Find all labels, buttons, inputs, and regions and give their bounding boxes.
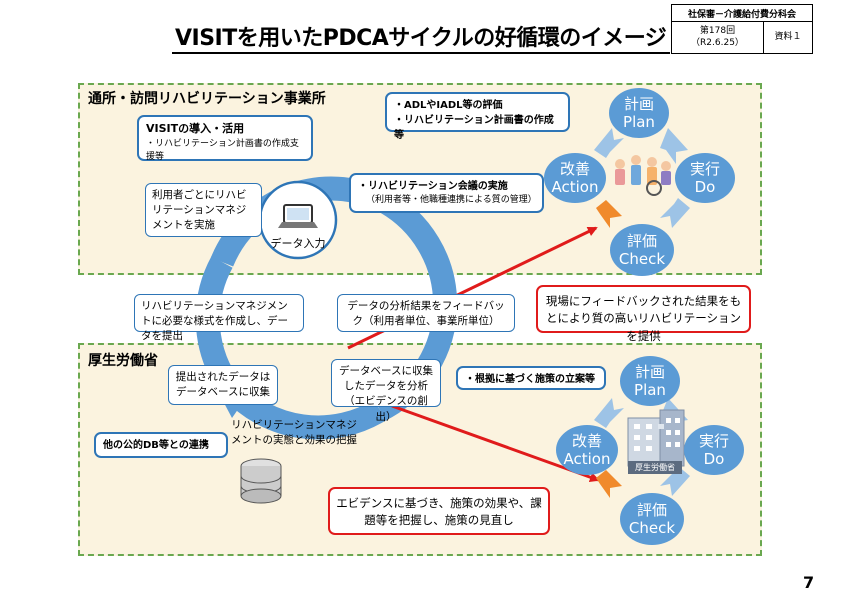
visit-adoption-sub: ・リハビリテーション計画書の作成支援等 xyxy=(146,138,299,163)
pdca-bottom-do: 実行 Do xyxy=(684,425,744,475)
pdca-bottom-check-en: Check xyxy=(628,519,676,537)
evaluation-line-1: ・ADLやIADL等の評価 xyxy=(394,100,503,111)
pdca-top-arrow-check-action xyxy=(596,200,622,228)
committee-label: 社保審－介護給付費分科会 xyxy=(672,5,812,22)
evaluation-bubble: ・ADLやIADL等の評価 ・リハビリテーション計画書の作成等 xyxy=(385,92,570,141)
pdca-bottom-do-jp: 実行 xyxy=(698,432,729,450)
pdca-top-plan: 計画 Plan xyxy=(609,88,669,138)
pdca-top-do-jp: 実行 xyxy=(689,160,720,178)
pdca-top-arrow-plan-do xyxy=(660,128,688,164)
document-label: 資料１ xyxy=(774,31,802,42)
pdca-top-action: 改善 Action xyxy=(544,153,606,203)
quality-rehab-alert: 現場にフィードバックされた結果をもとにより質の高いリハビリテーションを提供 xyxy=(536,285,751,343)
database-icon xyxy=(240,458,282,504)
meeting-label: 第178回（R2.6.25） xyxy=(672,22,764,53)
pdca-bottom-arrow-check-action xyxy=(596,470,622,498)
pdca-bottom-action-jp: 改善 xyxy=(571,432,602,450)
rehab-meeting-bubble: ・リハビリテーション会議の実施 （利用者等・他職種連携による質の管理） xyxy=(349,173,544,213)
pdca-top-do-en: Do xyxy=(694,178,716,196)
pdca-bottom-arrow-do-check xyxy=(660,466,690,496)
visit-adoption-bubble: VISITの導入・活用 ・リハビリテーション計画書の作成支援等 xyxy=(137,115,313,162)
pdca-top-plan-jp: 計画 xyxy=(623,95,654,113)
pdca-bottom-do-en: Do xyxy=(703,450,725,468)
rehab-meeting-line-1: ・リハビリテーション会議の実施 xyxy=(358,181,508,192)
rehab-people-illustration xyxy=(615,155,671,196)
evidence-red-arrow xyxy=(391,404,600,483)
pdca-top-action-jp: 改善 xyxy=(559,160,590,178)
create-forms-label: リハビリテーションマネジメントに必要な様式を作成し、データを提出 xyxy=(134,294,304,342)
policy-planning-bubble: ・根拠に基づく施策の立案等 xyxy=(456,366,606,390)
policy-planning-line-1: ・根拠に基づく施策の立案等 xyxy=(465,374,595,385)
pdca-bottom-plan-en: Plan xyxy=(634,381,666,399)
pdca-top-arrow-action-plan xyxy=(594,128,624,158)
pdca-bottom-check: 評価 Check xyxy=(620,493,684,545)
pdca-bottom-arrow-action-plan xyxy=(594,398,624,428)
grasp-effect-label: リハビリテーションマネジメントの実態と効果の把握 xyxy=(231,419,357,446)
collect-data-label: 提出されたデータはデータベースに収集 xyxy=(168,365,278,405)
pdca-top-arrow-do-check xyxy=(660,198,690,228)
document-meta-box: 社保審－介護給付費分科会 第178回（R2.6.25） 資料１ xyxy=(671,4,813,54)
analyze-data-label: データベースに収集したデータを分析（エビデンスの創出） xyxy=(331,359,441,423)
rehab-management-label: 利用者ごとにリハビリテーションマネジメントを実施 xyxy=(145,183,262,237)
visit-adoption-heading: VISITの導入・活用 xyxy=(146,122,245,135)
mhlw-building-illustration xyxy=(627,409,685,467)
evaluation-line-2: ・リハビリテーション計画書の作成等 xyxy=(394,115,554,141)
ministry-region-label: 厚生労働省 xyxy=(88,353,158,369)
page-number: 7 xyxy=(803,573,815,592)
rehab-meeting-line-2: （利用者等・他職種連携による質の管理） xyxy=(366,195,537,205)
pdca-bottom-plan: 計画 Plan xyxy=(620,356,680,406)
pdca-top-plan-en: Plan xyxy=(623,113,655,131)
page-title: VISITを用いたPDCAサイクルの好循環のイメージ xyxy=(175,26,667,51)
pdca-top-check: 評価 Check xyxy=(610,224,674,276)
mhlw-building-sign: 厚生労働省 xyxy=(628,461,682,474)
feedback-label: データの分析結果をフィードバック（利用者単位、事業所単位） xyxy=(337,294,515,332)
pdca-bottom-check-jp: 評価 xyxy=(636,501,667,519)
laptop-icon xyxy=(258,180,338,260)
other-db-bubble: 他の公的DB等との連携 xyxy=(94,432,228,458)
pdca-top-check-jp: 評価 xyxy=(626,232,657,250)
pdca-bottom-action-en: Action xyxy=(563,450,611,468)
pdca-top-action-en: Action xyxy=(551,178,599,196)
title-underline xyxy=(172,52,670,54)
pdca-bottom-plan-jp: 計画 xyxy=(634,363,665,381)
facility-region-label: 通所・訪問リハビリテーション事業所 xyxy=(88,91,326,107)
pdca-top-check-en: Check xyxy=(618,250,666,268)
other-db-label: 他の公的DB等との連携 xyxy=(103,440,209,451)
pdca-top-do: 実行 Do xyxy=(675,153,735,203)
data-input-label: データ入力 xyxy=(270,237,326,250)
evidence-policy-alert: エビデンスに基づき、施策の効果や、課題等を把握し、施策の見直し xyxy=(328,487,550,535)
pdca-bottom-action: 改善 Action xyxy=(556,425,618,475)
